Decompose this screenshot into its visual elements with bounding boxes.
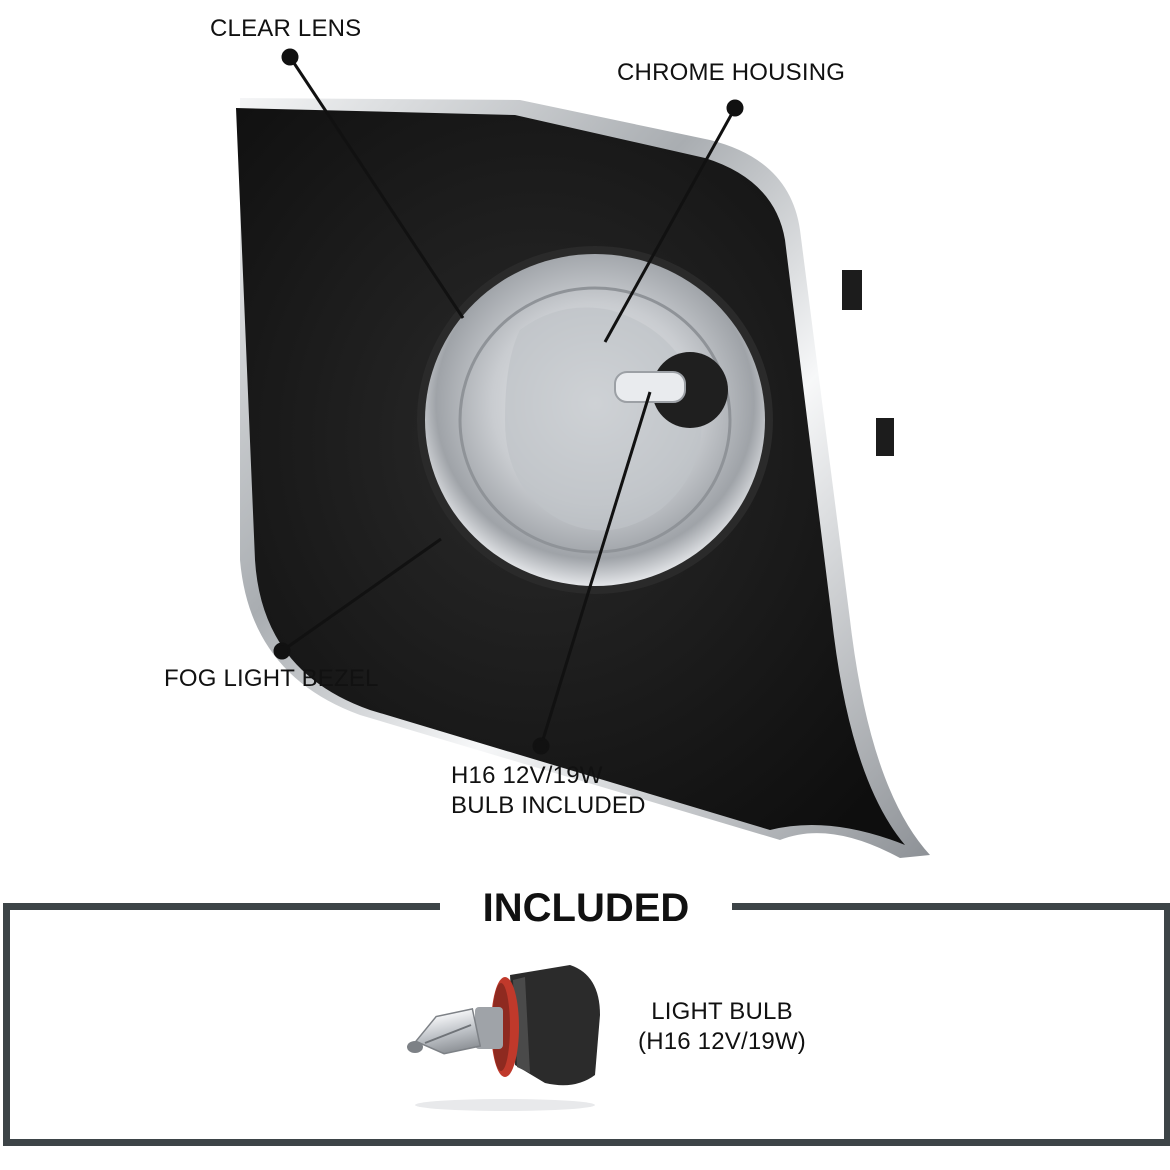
reflector-detail (505, 307, 702, 531)
chrome-housing-leader (603, 107, 737, 343)
clear-lens-dot (281, 48, 299, 66)
included-item-line2: (H16 12V/19W) (638, 1028, 806, 1055)
chrome-housing-label: CHROME HOUSING (617, 59, 846, 86)
clear-lens-leader (288, 56, 465, 319)
mounting-tab (842, 270, 862, 310)
included-box-top-right (732, 903, 1164, 910)
bulb-label-line2: BULB INCLUDED (451, 792, 646, 819)
fog-light-bezel-dot (273, 642, 291, 660)
included-item-label: LIGHT BULB (H16 12V/19W) (622, 997, 822, 1057)
bulb-dot (532, 737, 550, 755)
clear-lens-label: CLEAR LENS (210, 15, 362, 42)
light-bulb-icon (407, 965, 600, 1111)
chrome-housing-dot (726, 99, 744, 117)
included-box-top-left (3, 903, 440, 910)
bulb-glass (614, 371, 686, 403)
fog-light-illustration (236, 48, 930, 858)
mounting-tab (876, 418, 894, 456)
lens-inner-ring (458, 286, 732, 554)
included-item-line1: LIGHT BULB (651, 998, 793, 1025)
bulb-leader (539, 391, 652, 747)
included-box (3, 903, 1170, 1146)
fog-light-bezel-label: FOG LIGHT BEZEL (164, 665, 379, 692)
bulb-label: H16 12V/19W BULB INCLUDED (451, 761, 646, 821)
fog-light-bezel-leader (281, 537, 442, 653)
included-title: INCLUDED (482, 886, 690, 930)
bulb-label-line1: H16 12V/19W (451, 762, 603, 789)
